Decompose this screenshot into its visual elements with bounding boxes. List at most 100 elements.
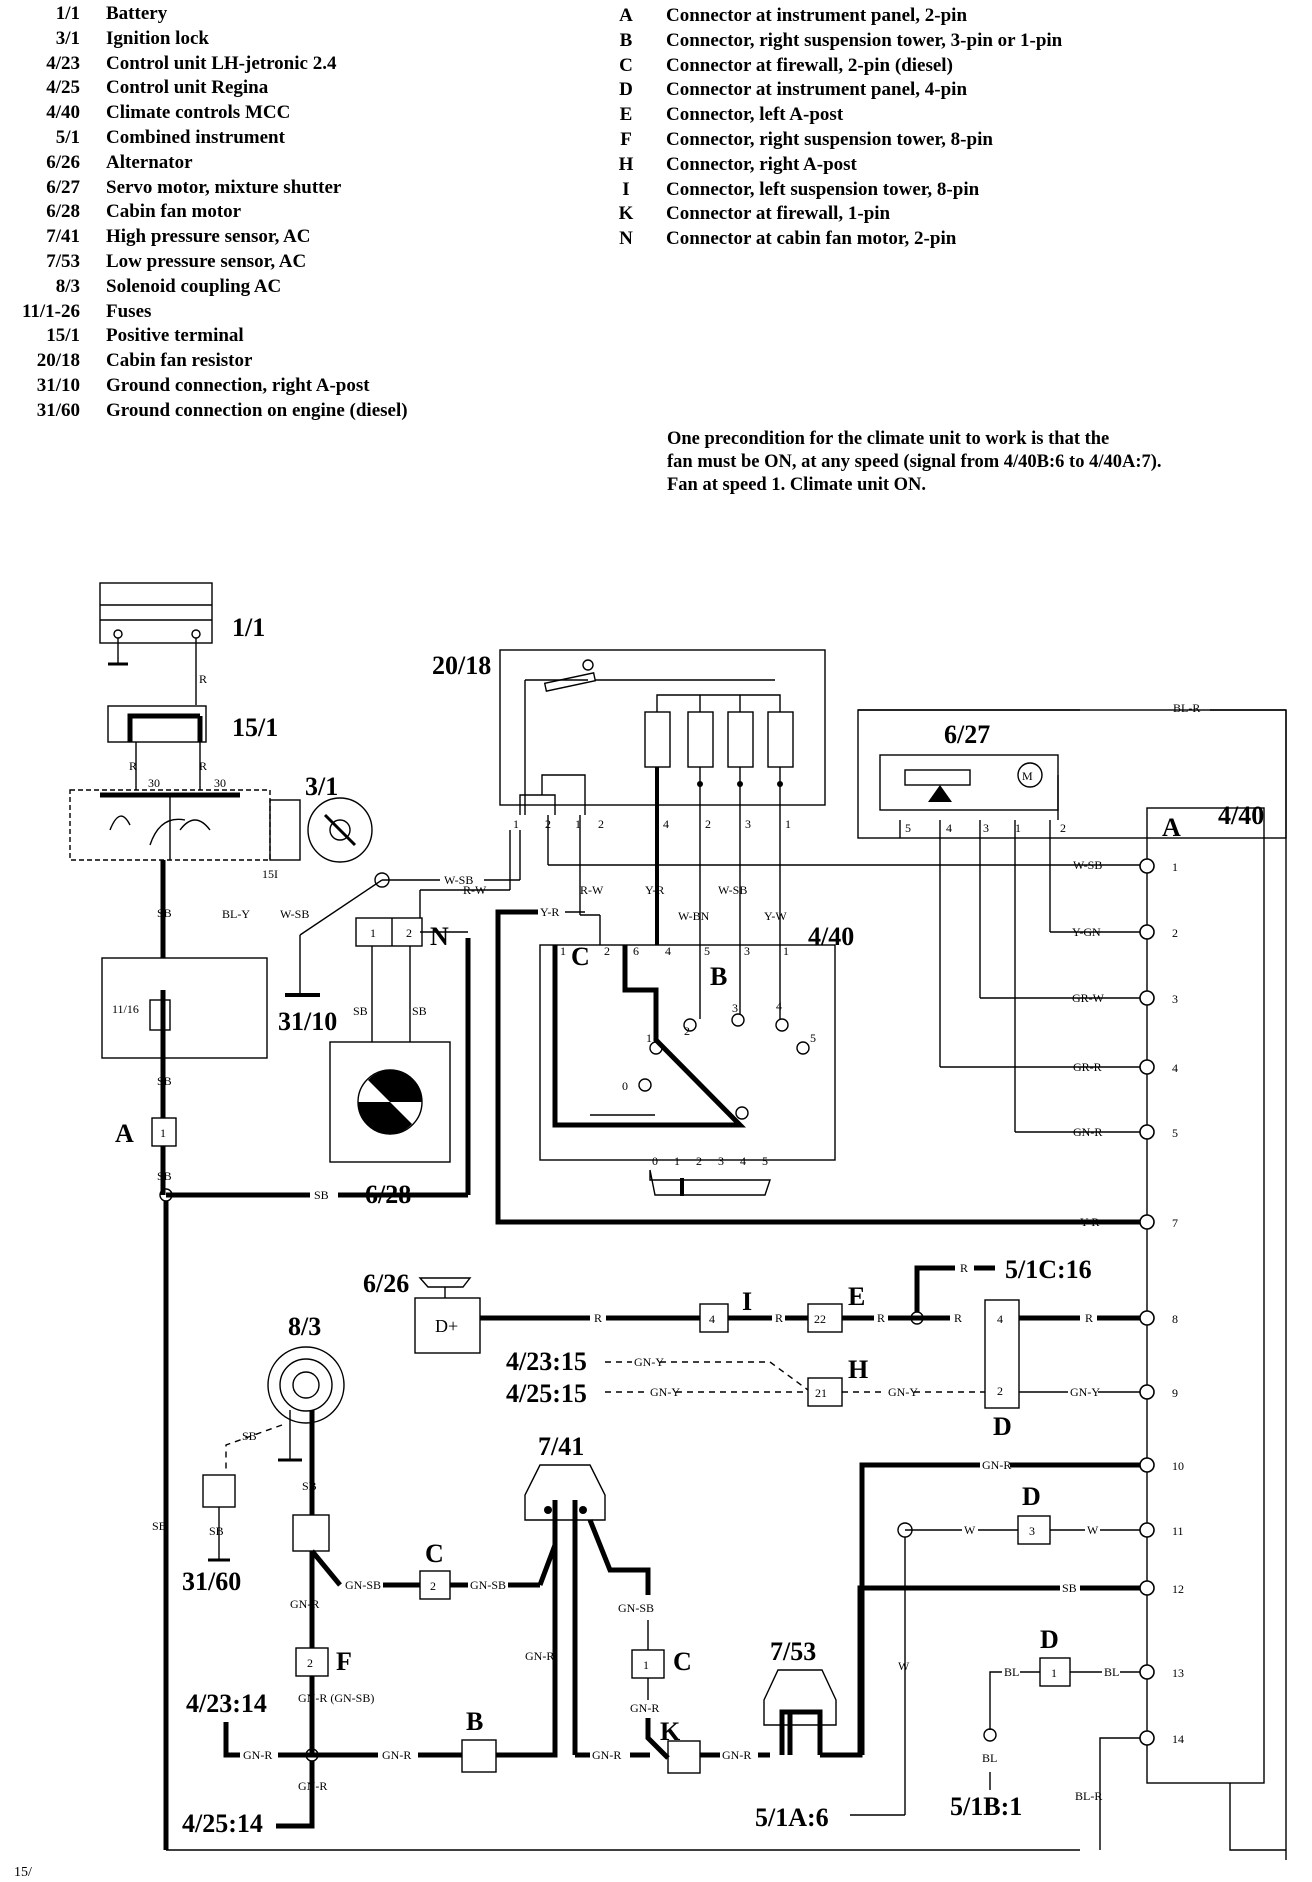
wire-label: SB	[157, 906, 172, 920]
wire-label: SB	[152, 1519, 167, 1533]
wire-label: R	[877, 1311, 885, 1325]
mcc-pin-terminal	[1139, 990, 1155, 1006]
wire-label: R-W	[580, 883, 604, 897]
legend-desc: Connector at instrument panel, 4-pin	[666, 79, 968, 101]
resistor-label: 20/18	[432, 651, 491, 680]
lp-sensor-label: 7/53	[770, 1637, 816, 1666]
mcc-inner-label: 4/40	[808, 922, 854, 951]
legend-code: F	[620, 128, 632, 150]
switch-position-label: 3	[732, 1001, 738, 1015]
legend-code: 31/60	[36, 399, 80, 421]
legend-desc: Connector at cabin fan motor, 2-pin	[666, 228, 957, 250]
legend-desc: Climate controls MCC	[106, 102, 291, 124]
positive-terminal	[107, 705, 207, 743]
wire-label: GN-R	[982, 1458, 1011, 1472]
mcc-pin-number: 9	[1172, 1386, 1178, 1400]
pin-label: 5	[704, 944, 710, 958]
solenoid-coupling	[267, 1346, 345, 1462]
mcc-pin-number: 3	[1172, 992, 1178, 1006]
pin-label: 22	[814, 1312, 826, 1326]
legend-desc: Connector at instrument panel, 2-pin	[666, 5, 968, 26]
speed-scale-label: 3	[718, 1154, 724, 1168]
connector-c-third-label: C	[673, 1647, 692, 1676]
wire-label: W	[964, 1523, 976, 1537]
mcc-pin-terminal	[1139, 1214, 1155, 1230]
alternator-label: 6/26	[363, 1269, 409, 1298]
legend-code: I	[622, 178, 630, 200]
connector-c-lower-label: C	[425, 1539, 444, 1568]
pin-label: 3	[744, 944, 750, 958]
note-line: fan must be ON, at any speed (signal fro…	[667, 452, 1162, 472]
mcc-connector-a-label: A	[1162, 813, 1181, 842]
legend-desc: Control unit Regina	[106, 77, 269, 99]
pin-label: 1	[370, 926, 376, 940]
legend-desc: Connector at firewall, 1-pin	[666, 203, 891, 225]
wire-label: R	[960, 1261, 968, 1275]
mcc-pin-terminal	[1139, 1457, 1155, 1473]
wire-label: GN-R	[1073, 1125, 1102, 1139]
speed-scale-label: 2	[696, 1154, 702, 1168]
legend-code: 3/1	[55, 27, 80, 49]
wire-label: GR-W	[1072, 991, 1105, 1005]
wire-label: Y-R	[1080, 1215, 1099, 1229]
speed-scale-label: 1	[674, 1154, 680, 1168]
connector-d-bl-label: D	[1040, 1625, 1059, 1654]
wire-label: GN-Y	[1070, 1385, 1100, 1399]
legend-code: D	[619, 79, 633, 101]
ref-425-15: 4/25:15	[506, 1379, 587, 1408]
legend-code: N	[619, 228, 633, 250]
legend-code: K	[618, 203, 634, 225]
wire-label: GN-R	[525, 1649, 554, 1663]
legend-desc: Combined instrument	[106, 126, 285, 148]
pin-label: 6	[633, 944, 639, 958]
connector-e-label: E	[848, 1282, 865, 1311]
splice-node	[983, 1728, 997, 1742]
pin-label: 1	[560, 944, 566, 958]
wire-label: SB	[157, 1169, 172, 1183]
pin-label: 4	[709, 1312, 715, 1326]
connector-i-label: I	[742, 1287, 752, 1316]
mcc-pin-number: 13	[1172, 1666, 1184, 1680]
pin-label: 1	[643, 1658, 649, 1672]
wire-label: R	[129, 759, 137, 773]
mcc-pin-terminal	[1139, 1664, 1155, 1680]
legend-code: 20/18	[36, 350, 80, 372]
connector-n-label: N	[430, 922, 449, 951]
pin-label: 4	[946, 821, 952, 835]
legend-code: 6/28	[46, 201, 80, 223]
legend-row: N Connector at cabin fan motor, 2-pin	[612, 227, 1062, 252]
wire-label: Y-R	[540, 905, 559, 919]
wire-label: R	[1085, 1311, 1093, 1325]
note-line: Fan at speed 1. Climate unit ON.	[667, 475, 926, 495]
wire-label: W-SB	[1073, 858, 1102, 872]
legend-desc: Connector, right A-post	[666, 153, 857, 175]
legend-desc: Ground connection, right A-post	[106, 374, 370, 396]
wire-label: GN-R	[290, 1597, 319, 1611]
legend-row: K Connector at firewall, 1-pin	[612, 202, 1062, 227]
wire-label: GN-SB	[618, 1601, 654, 1615]
legend-row: 5/1 Combined instrument	[0, 126, 408, 151]
speed-scale-label: 4	[740, 1154, 746, 1168]
motor-m-label: M	[1022, 769, 1033, 783]
wire-label: BL	[982, 1751, 997, 1765]
legend-code: E	[619, 104, 633, 126]
legend-code: 5/1	[55, 126, 80, 148]
pin-label: 2	[598, 817, 604, 831]
battery	[99, 582, 213, 705]
legend-code: 4/40	[46, 102, 80, 124]
pin-label: 1	[513, 817, 519, 831]
mcc-pin-terminal	[1139, 1059, 1155, 1075]
pin-label: 1	[575, 817, 581, 831]
connector-d-upper	[984, 1299, 1020, 1409]
wire-label: GN-R	[722, 1748, 751, 1762]
legend-code: 4/23	[46, 52, 80, 74]
